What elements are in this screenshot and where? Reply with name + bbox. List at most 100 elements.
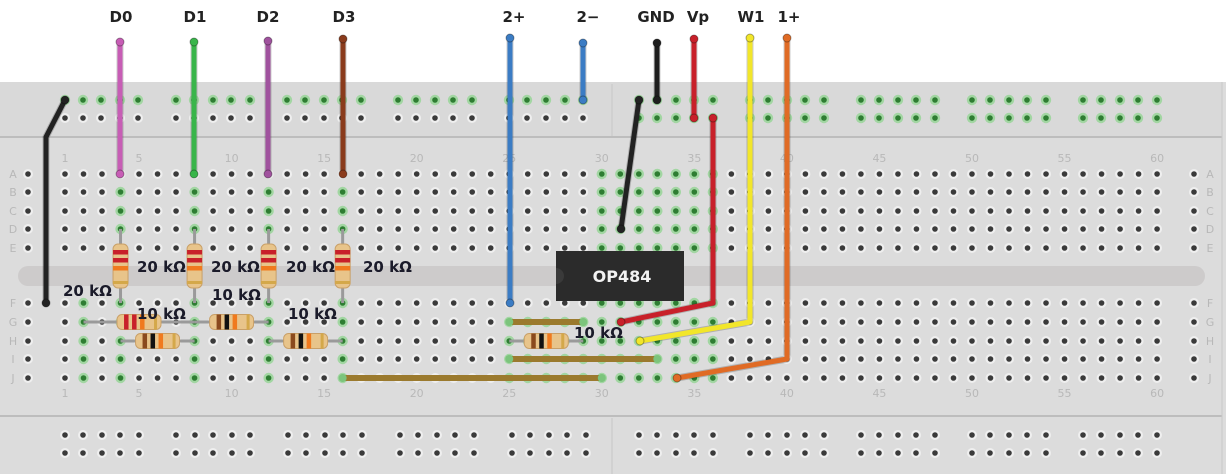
resistor-band: [261, 258, 277, 263]
gnd-wire-end: [652, 95, 662, 105]
rail-hole: [1154, 432, 1160, 438]
hole: [598, 319, 605, 325]
resistor-band: [187, 281, 203, 284]
hole: [913, 338, 920, 344]
row-letter-left: F: [10, 297, 16, 310]
hole: [1117, 319, 1123, 325]
hole: [765, 245, 772, 251]
resistor-label: 10 kΩ: [137, 305, 186, 323]
row-letter-left: A: [9, 168, 17, 181]
hole: [80, 189, 87, 195]
hole: [1098, 338, 1105, 344]
rail-hole: [1024, 97, 1030, 103]
rail-hole: [710, 97, 716, 103]
hole: [524, 189, 531, 195]
hole: [173, 300, 179, 306]
hole: [1043, 300, 1049, 306]
hole: [913, 245, 920, 251]
resistor-band: [335, 266, 351, 271]
hole: [395, 300, 401, 306]
hole: [839, 171, 846, 177]
hole: [728, 208, 735, 214]
hole: [839, 300, 846, 306]
pin-label-d3: D3: [333, 8, 356, 26]
d2-wire-end: [263, 36, 273, 46]
resistor-band: [187, 250, 203, 255]
rail-hole: [1006, 97, 1012, 103]
rail-hole: [876, 432, 882, 438]
row-letter-left: C: [9, 205, 17, 218]
rail-hole: [1098, 97, 1104, 103]
hole: [987, 375, 994, 381]
hole: [358, 338, 364, 344]
hole: [1006, 300, 1012, 306]
hole: [450, 245, 457, 251]
pin-label-2minus: 2−: [576, 8, 599, 26]
hole: [265, 356, 272, 362]
resistor-label: 20 kΩ: [63, 282, 112, 300]
hole: [1006, 319, 1012, 325]
rail-hole: [285, 432, 291, 438]
hole: [1006, 171, 1012, 177]
rail-hole: [913, 450, 919, 456]
rail-hole: [452, 450, 458, 456]
ground-rail-wire-end: [60, 95, 70, 105]
hole: [913, 226, 920, 232]
ground-rail-wire-end: [41, 298, 51, 308]
hole: [1117, 245, 1123, 251]
row-letter-left: I: [11, 353, 14, 366]
rail-hole: [471, 450, 477, 456]
hole: [913, 319, 920, 325]
hole: [598, 208, 605, 214]
hole: [450, 300, 457, 306]
rail-hole: [359, 450, 365, 456]
hole: [1043, 226, 1049, 232]
hole: [617, 245, 624, 251]
d0-wire-end: [115, 37, 125, 47]
hole: [821, 319, 827, 325]
hole: [858, 245, 864, 251]
rail-hole: [765, 115, 771, 121]
rail-hole: [321, 97, 327, 103]
hole: [154, 208, 161, 214]
hole: [136, 208, 142, 214]
op484-chip[interactable]: OP484: [556, 251, 684, 301]
hole: [25, 375, 31, 381]
hole: [987, 245, 994, 251]
hole: [1006, 375, 1012, 381]
hole: [710, 356, 716, 362]
hole: [302, 245, 309, 251]
resistors: [83, 229, 584, 349]
rail-hole: [895, 450, 901, 456]
rail-hole: [546, 432, 552, 438]
hole: [673, 338, 679, 344]
hole: [321, 226, 327, 232]
rail-hole: [413, 97, 419, 103]
rail-hole: [895, 432, 901, 438]
hole: [987, 226, 994, 232]
hole: [1098, 208, 1105, 214]
hole: [358, 300, 364, 306]
w1-wire-end: [745, 33, 755, 43]
row-letter-left: E: [10, 242, 17, 255]
hole: [543, 300, 550, 306]
hole: [561, 171, 568, 177]
rail-hole: [117, 432, 123, 438]
resistor-label: 20 kΩ: [137, 258, 186, 276]
rail-hole: [1154, 450, 1160, 456]
hole: [858, 208, 864, 214]
hole: [1135, 226, 1142, 232]
resistor-band: [113, 250, 129, 255]
hole: [987, 319, 994, 325]
hole: [987, 189, 994, 195]
resistor-band: [290, 333, 296, 349]
hole: [284, 226, 290, 232]
hole: [228, 189, 235, 195]
rail-hole: [1098, 450, 1104, 456]
resistor-band: [187, 258, 203, 263]
hole: [728, 189, 735, 195]
hole: [1154, 319, 1160, 325]
hole: [210, 356, 216, 362]
hole: [524, 208, 531, 214]
hole: [913, 356, 920, 362]
